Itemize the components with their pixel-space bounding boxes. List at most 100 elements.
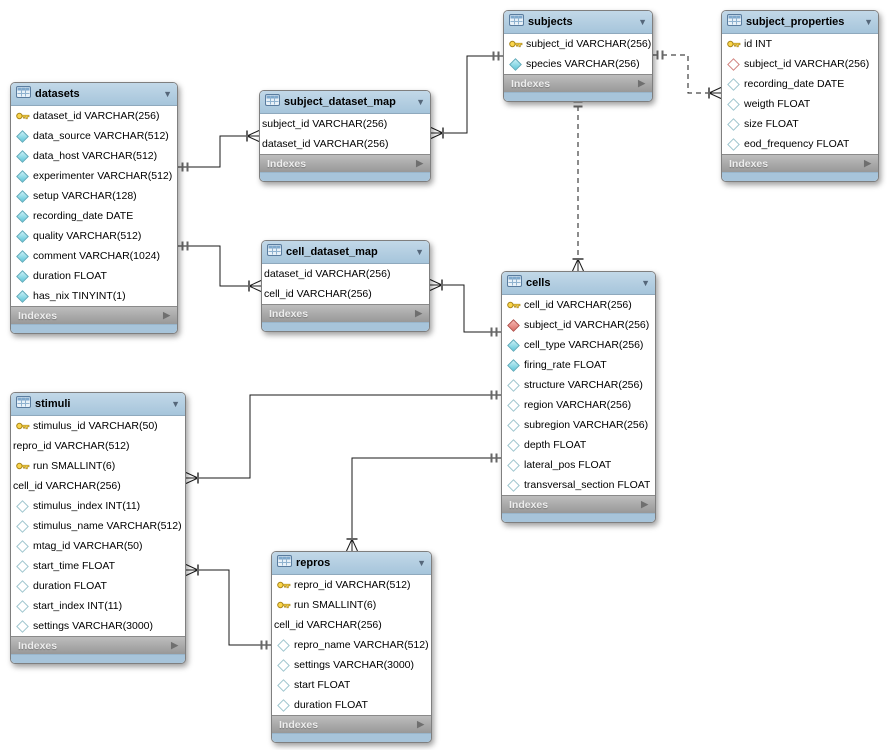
- collapse-caret-icon[interactable]: ▼: [417, 557, 426, 568]
- column-row[interactable]: dataset_id VARCHAR(256): [260, 134, 430, 154]
- column-row[interactable]: stimulus_name VARCHAR(512): [11, 516, 185, 536]
- column-row[interactable]: dataset_id VARCHAR(256): [262, 264, 429, 284]
- table-header[interactable]: cells▼: [502, 272, 655, 295]
- column-row[interactable]: start_time FLOAT: [11, 556, 185, 576]
- expand-arrow-icon[interactable]: ▶: [415, 308, 422, 318]
- indexes-bar[interactable]: Indexes▶: [504, 74, 652, 92]
- column-row[interactable]: subject_id VARCHAR(256): [502, 315, 655, 335]
- relationship-subjects-subject_properties[interactable]: [653, 50, 722, 99]
- column-row[interactable]: subregion VARCHAR(256): [502, 415, 655, 435]
- indexes-bar[interactable]: Indexes▶: [11, 306, 177, 324]
- column-row[interactable]: cell_id VARCHAR(256): [272, 615, 431, 635]
- relationship-subject_dataset_map-subjects[interactable]: [430, 51, 503, 139]
- relationship-subjects-cells[interactable]: [572, 97, 584, 272]
- column-row[interactable]: repro_name VARCHAR(512): [272, 635, 431, 655]
- expand-arrow-icon[interactable]: ▶: [416, 158, 423, 168]
- table-header[interactable]: datasets▼: [11, 83, 177, 106]
- relationship-cell_dataset_map-cells[interactable]: [429, 279, 501, 337]
- collapse-caret-icon[interactable]: ▼: [416, 96, 425, 107]
- table-cell_dataset_map[interactable]: cell_dataset_map▼dataset_id VARCHAR(256)…: [261, 240, 430, 332]
- column-row[interactable]: size FLOAT: [722, 114, 878, 134]
- table-header[interactable]: cell_dataset_map▼: [262, 241, 429, 264]
- column-row[interactable]: cell_id VARCHAR(256): [502, 295, 655, 315]
- column-row[interactable]: quality VARCHAR(512): [11, 226, 177, 246]
- table-header[interactable]: stimuli▼: [11, 393, 185, 416]
- relationship-stimuli-cells[interactable]: [185, 390, 501, 484]
- column-row[interactable]: duration FLOAT: [11, 576, 185, 596]
- column-row[interactable]: region VARCHAR(256): [502, 395, 655, 415]
- column-row[interactable]: depth FLOAT: [502, 435, 655, 455]
- column-row[interactable]: subject_id VARCHAR(256): [504, 34, 652, 54]
- indexes-bar[interactable]: Indexes▶: [260, 154, 430, 172]
- expand-arrow-icon[interactable]: ▶: [417, 719, 424, 729]
- column-row[interactable]: setup VARCHAR(128): [11, 186, 177, 206]
- column-row[interactable]: mtag_id VARCHAR(50): [11, 536, 185, 556]
- table-subject_dataset_map[interactable]: subject_dataset_map▼subject_id VARCHAR(2…: [259, 90, 431, 182]
- table-header[interactable]: subjects▼: [504, 11, 652, 34]
- column-row[interactable]: subject_id VARCHAR(256): [722, 54, 878, 74]
- expand-arrow-icon[interactable]: ▶: [638, 78, 645, 88]
- column-row[interactable]: duration FLOAT: [272, 695, 431, 715]
- column-row[interactable]: structure VARCHAR(256): [502, 375, 655, 395]
- column-row[interactable]: eod_frequency FLOAT: [722, 134, 878, 154]
- table-header[interactable]: subject_dataset_map▼: [260, 91, 430, 114]
- column-row[interactable]: transversal_section FLOAT: [502, 475, 655, 495]
- indexes-bar[interactable]: Indexes▶: [722, 154, 878, 172]
- column-row[interactable]: data_source VARCHAR(512): [11, 126, 177, 146]
- indexes-bar[interactable]: Indexes▶: [262, 304, 429, 322]
- column-row[interactable]: experimenter VARCHAR(512): [11, 166, 177, 186]
- relationship-stimuli-repros[interactable]: [185, 564, 271, 650]
- table-cells[interactable]: cells▼cell_id VARCHAR(256)subject_id VAR…: [501, 271, 656, 523]
- column-row[interactable]: dataset_id VARCHAR(256): [11, 106, 177, 126]
- column-row[interactable]: lateral_pos FLOAT: [502, 455, 655, 475]
- collapse-caret-icon[interactable]: ▼: [163, 88, 172, 99]
- relationship-datasets-cell_dataset_map[interactable]: [178, 241, 262, 292]
- column-row[interactable]: start_index INT(11): [11, 596, 185, 616]
- collapse-caret-icon[interactable]: ▼: [864, 16, 873, 27]
- column-row[interactable]: repro_id VARCHAR(512): [272, 575, 431, 595]
- expand-arrow-icon[interactable]: ▶: [171, 640, 178, 650]
- column-row[interactable]: recording_date DATE: [11, 206, 177, 226]
- column-row[interactable]: repro_id VARCHAR(512): [11, 436, 185, 456]
- relationship-datasets-subject_dataset_map[interactable]: [178, 130, 260, 172]
- column-row[interactable]: comment VARCHAR(1024): [11, 246, 177, 266]
- column-row[interactable]: weigth FLOAT: [722, 94, 878, 114]
- indexes-bar[interactable]: Indexes▶: [272, 715, 431, 733]
- column-row[interactable]: firing_rate FLOAT: [502, 355, 655, 375]
- column-row[interactable]: stimulus_index INT(11): [11, 496, 185, 516]
- column-row[interactable]: settings VARCHAR(3000): [11, 616, 185, 636]
- expand-arrow-icon[interactable]: ▶: [163, 310, 170, 320]
- table-repros[interactable]: repros▼repro_id VARCHAR(512)run SMALLINT…: [271, 551, 432, 743]
- column-row[interactable]: recording_date DATE: [722, 74, 878, 94]
- column-row[interactable]: cell_type VARCHAR(256): [502, 335, 655, 355]
- expand-arrow-icon[interactable]: ▶: [864, 158, 871, 168]
- column-row[interactable]: subject_id VARCHAR(256): [260, 114, 430, 134]
- column-row[interactable]: settings VARCHAR(3000): [272, 655, 431, 675]
- indexes-bar[interactable]: Indexes▶: [11, 636, 185, 654]
- relationship-repros-cells[interactable]: [346, 453, 502, 552]
- column-row[interactable]: duration FLOAT: [11, 266, 177, 286]
- table-subjects[interactable]: subjects▼subject_id VARCHAR(256)species …: [503, 10, 653, 102]
- collapse-caret-icon[interactable]: ▼: [415, 246, 424, 257]
- column-row[interactable]: run SMALLINT(6): [272, 595, 431, 615]
- column-row[interactable]: data_host VARCHAR(512): [11, 146, 177, 166]
- column-row[interactable]: run SMALLINT(6): [11, 456, 185, 476]
- collapse-caret-icon[interactable]: ▼: [641, 277, 650, 288]
- indexes-bar[interactable]: Indexes▶: [502, 495, 655, 513]
- column-row[interactable]: species VARCHAR(256): [504, 54, 652, 74]
- column-row[interactable]: stimulus_id VARCHAR(50): [11, 416, 185, 436]
- table-datasets[interactable]: datasets▼dataset_id VARCHAR(256)data_sou…: [10, 82, 178, 334]
- table-header[interactable]: repros▼: [272, 552, 431, 575]
- collapse-caret-icon[interactable]: ▼: [171, 398, 180, 409]
- expand-arrow-icon[interactable]: ▶: [641, 499, 648, 509]
- table-header[interactable]: subject_properties▼: [722, 11, 878, 34]
- table-stimuli[interactable]: stimuli▼stimulus_id VARCHAR(50)repro_id …: [10, 392, 186, 664]
- column-row[interactable]: id INT: [722, 34, 878, 54]
- column-row[interactable]: has_nix TINYINT(1): [11, 286, 177, 306]
- column-row[interactable]: cell_id VARCHAR(256): [262, 284, 429, 304]
- column-row[interactable]: cell_id VARCHAR(256): [11, 476, 185, 496]
- column-row[interactable]: start FLOAT: [272, 675, 431, 695]
- collapse-caret-icon[interactable]: ▼: [638, 16, 647, 27]
